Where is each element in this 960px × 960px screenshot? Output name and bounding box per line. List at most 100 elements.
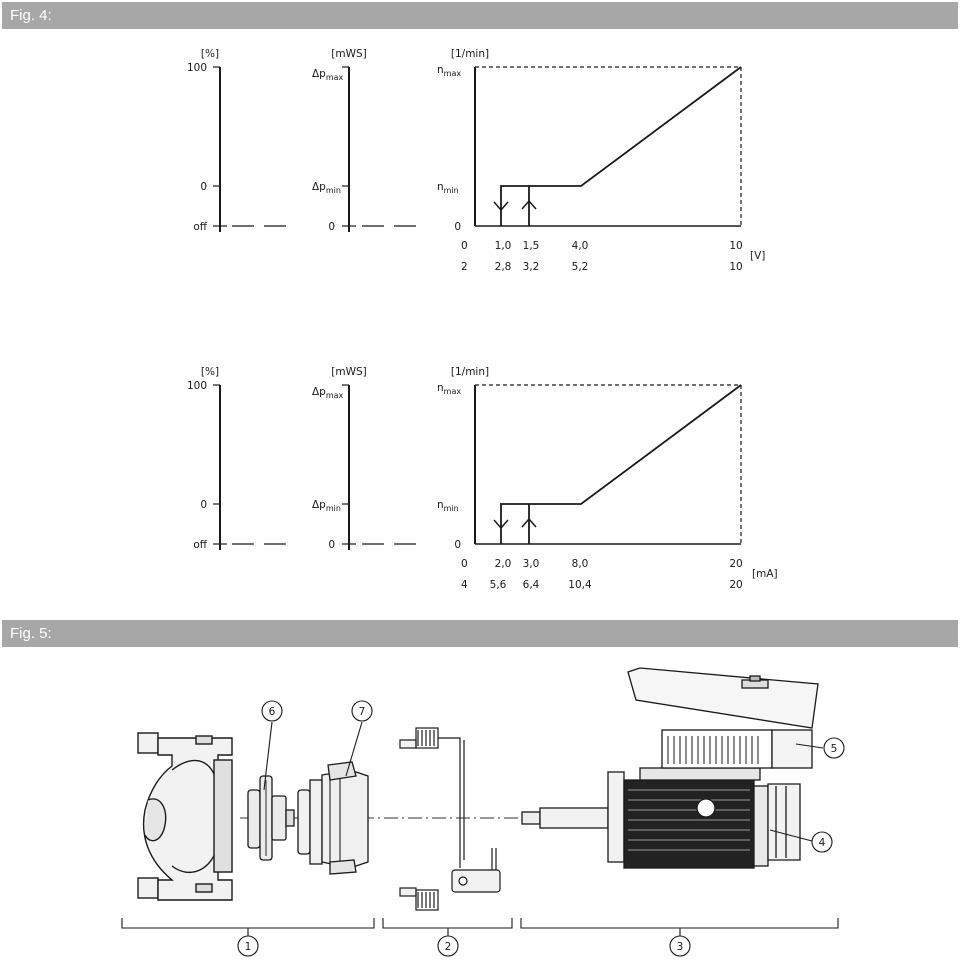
motor-top-frame — [639, 767, 761, 781]
housing-boss — [195, 735, 213, 745]
electronics-side — [771, 729, 813, 769]
callout-numbers: 6 7 5 4 — [269, 706, 838, 849]
v-row1-3: 4,0 — [572, 240, 589, 252]
lantern — [297, 761, 369, 875]
v-row2-1: 2,8 — [495, 261, 512, 273]
callout-6-label: 6 — [269, 706, 276, 718]
group-2-label: 2 — [445, 941, 452, 953]
fig5-header-bar: Fig. 5: — [2, 620, 958, 647]
arrow-up-icon — [521, 517, 537, 528]
pump-housing — [137, 732, 233, 901]
outlet-flange-lower — [137, 877, 159, 899]
percent-tick-100: 100 — [187, 62, 207, 74]
motor-body-fins — [623, 779, 755, 869]
v-row2-2: 3,2 — [523, 261, 540, 273]
group-2-circle — [437, 935, 459, 957]
fasteners-and-sensor — [399, 727, 501, 911]
v-row1-2: 1,5 — [523, 240, 540, 252]
percent-tick-0: 0 — [200, 181, 207, 193]
callout-5-label: 5 — [831, 743, 838, 755]
group-brackets — [121, 918, 839, 936]
group-3-circle — [669, 935, 691, 957]
leader-7 — [345, 721, 363, 777]
lantern-front-ring — [297, 789, 311, 855]
callout-4 — [811, 831, 833, 853]
impeller-hub — [247, 789, 261, 849]
speed-curve — [500, 66, 742, 226]
ma-row1-3: 8,0 — [572, 558, 589, 570]
callouts — [261, 700, 845, 853]
ma-row2-1: 5,6 — [490, 579, 507, 591]
ma-row1-1: 2,0 — [495, 558, 512, 570]
lantern-bottom-lug — [329, 859, 357, 875]
bracket-2 — [382, 918, 513, 929]
impeller — [247, 775, 295, 861]
housing-flange-face — [213, 759, 233, 873]
volute-casing — [142, 737, 233, 901]
arrow-down-icon — [493, 519, 509, 530]
motor-assembly — [521, 667, 819, 869]
group-3-label: 3 — [677, 941, 684, 953]
fig4-header-bar: Fig. 4: — [2, 2, 958, 29]
dp-max-label: Δpmax — [312, 386, 344, 400]
voltage-unit-label: [V] — [750, 250, 765, 262]
cover-knob — [749, 675, 761, 682]
motor-shaft — [539, 807, 609, 829]
motor-flange — [607, 771, 625, 863]
impeller-nut — [285, 809, 295, 827]
sensor-screw — [458, 876, 468, 886]
group-circles — [237, 935, 691, 957]
electronics-cover — [627, 667, 819, 729]
mws-unit-label: [mWS] — [331, 366, 366, 378]
mws-zero-label: 0 — [328, 539, 335, 551]
impeller-nose — [271, 795, 287, 841]
callout-4-label: 4 — [819, 837, 826, 849]
fan-cover — [767, 783, 801, 861]
rpm-unit-label: [1/min] — [451, 366, 489, 378]
motor-fin-lines — [628, 789, 750, 851]
callout-7 — [351, 700, 373, 722]
heatsink-fins — [667, 736, 759, 764]
motor-rear-plate — [753, 785, 769, 867]
fig4-title: Fig. 4: — [10, 7, 52, 24]
ma-row2-0: 4 — [461, 579, 468, 591]
screw-head-bottom — [399, 887, 417, 897]
screw-thread-top — [415, 727, 439, 749]
group-1-label: 1 — [245, 941, 252, 953]
ma-row2-2: 6,4 — [523, 579, 540, 591]
v-row1-4: 10 — [729, 240, 742, 252]
lantern-top-lug — [327, 761, 357, 781]
ma-row2-3: 10,4 — [568, 579, 592, 591]
n-min-label: nmin — [437, 181, 459, 195]
v-row1-1: 1,0 — [495, 240, 512, 252]
lantern-flange — [309, 779, 323, 865]
arrow-down-icon — [493, 201, 509, 212]
n-min-label: nmin — [437, 499, 459, 513]
screw-thread-bottom — [415, 889, 439, 911]
v-row1-0: 0 — [461, 240, 468, 252]
lantern-body — [321, 769, 369, 869]
fig5-title: Fig. 5: — [10, 625, 52, 642]
current-unit-label: [mA] — [752, 568, 778, 580]
callout-7-label: 7 — [359, 706, 366, 718]
motor-shaft-tip — [521, 811, 541, 825]
rpm-zero-label: 0 — [454, 221, 461, 233]
ma-row1-0: 0 — [461, 558, 468, 570]
percent-tick-off: off — [193, 539, 207, 551]
dp-min-label: Δpmin — [312, 499, 341, 513]
group-1-circle — [237, 935, 259, 957]
ma-row2-4: 20 — [729, 579, 742, 591]
sensor-housing — [451, 869, 501, 893]
mws-zero-label: 0 — [328, 221, 335, 233]
v-row2-3: 5,2 — [572, 261, 589, 273]
speed-curve — [500, 384, 742, 544]
housing-boss — [195, 883, 213, 893]
rpm-zero-label: 0 — [454, 539, 461, 551]
percent-tick-0: 0 — [200, 499, 207, 511]
ma-row1-4: 20 — [729, 558, 742, 570]
inlet-flange — [137, 732, 159, 754]
dp-min-label: Δpmin — [312, 181, 341, 195]
